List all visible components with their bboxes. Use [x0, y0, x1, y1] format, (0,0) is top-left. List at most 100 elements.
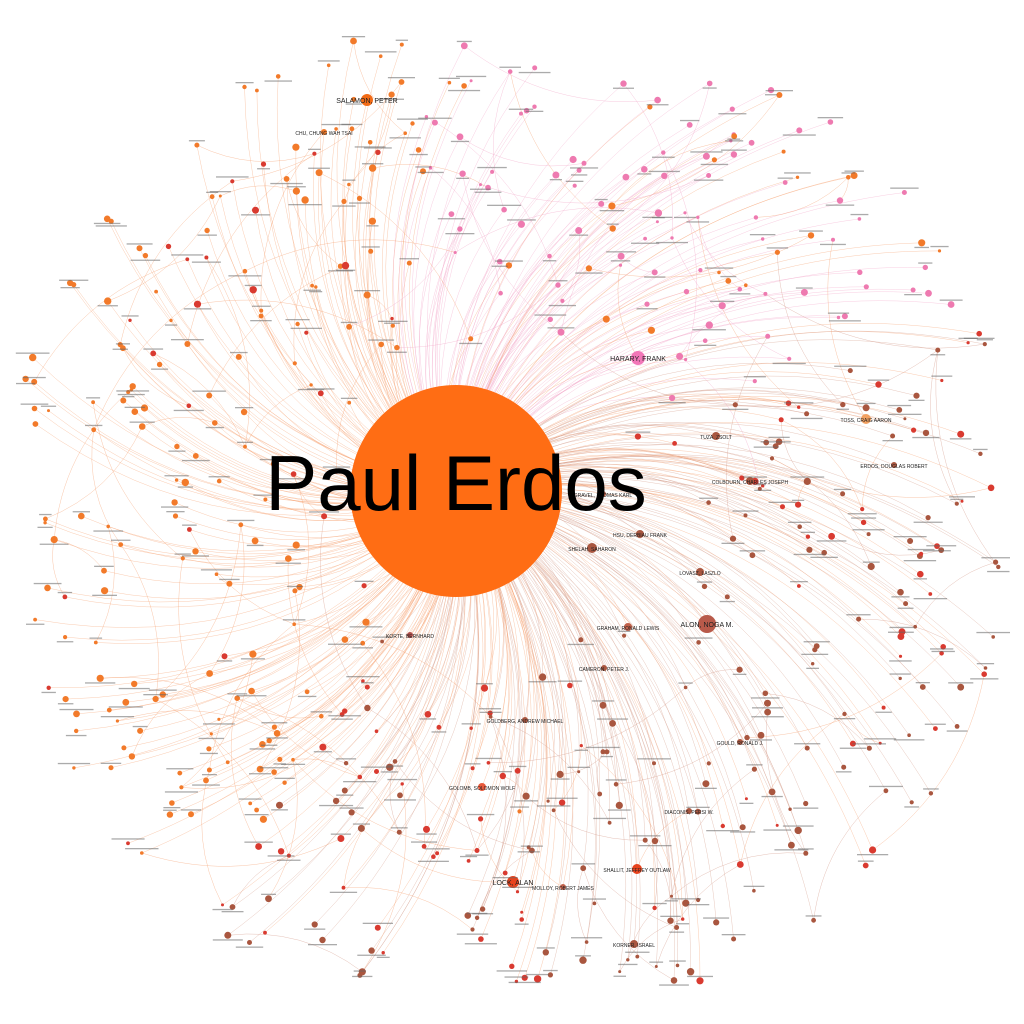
- collaborator-node[interactable]: [459, 170, 466, 177]
- collaborator-node[interactable]: [717, 270, 721, 275]
- collaborator-node[interactable]: [797, 524, 802, 529]
- collaborator-node[interactable]: [117, 342, 123, 348]
- collaborator-node[interactable]: [152, 695, 159, 703]
- labeled-collaborator-node[interactable]: [361, 94, 373, 106]
- collaborator-node[interactable]: [651, 837, 659, 845]
- collaborator-node[interactable]: [781, 149, 786, 154]
- collaborator-node[interactable]: [896, 407, 903, 413]
- collaborator-node[interactable]: [498, 290, 503, 296]
- collaborator-node[interactable]: [881, 705, 886, 710]
- collaborator-node[interactable]: [398, 79, 405, 85]
- collaborator-node[interactable]: [684, 357, 688, 362]
- collaborator-node[interactable]: [435, 851, 440, 856]
- collaborator-node[interactable]: [615, 801, 623, 810]
- collaborator-node[interactable]: [249, 650, 257, 658]
- collaborator-node[interactable]: [251, 537, 259, 545]
- collaborator-node[interactable]: [108, 765, 114, 771]
- collaborator-node[interactable]: [683, 288, 690, 295]
- collaborator-node[interactable]: [806, 546, 813, 553]
- collaborator-node[interactable]: [347, 182, 351, 187]
- collaborator-node[interactable]: [448, 211, 455, 218]
- collaborator-node[interactable]: [357, 824, 365, 832]
- collaborator-node[interactable]: [137, 727, 144, 734]
- labeled-collaborator-node[interactable]: [631, 351, 645, 365]
- collaborator-node[interactable]: [519, 917, 524, 922]
- collaborator-node[interactable]: [129, 383, 136, 390]
- collaborator-node[interactable]: [957, 430, 965, 438]
- collaborator-node[interactable]: [897, 633, 905, 640]
- collaborator-node[interactable]: [470, 766, 475, 771]
- collaborator-node[interactable]: [706, 173, 712, 178]
- collaborator-node[interactable]: [928, 791, 934, 796]
- collaborator-node[interactable]: [575, 227, 583, 234]
- collaborator-node[interactable]: [22, 375, 29, 383]
- collaborator-node[interactable]: [731, 936, 737, 942]
- collaborator-node[interactable]: [230, 179, 235, 184]
- labeled-collaborator-node[interactable]: [698, 615, 716, 633]
- collaborator-node[interactable]: [647, 104, 653, 110]
- labeled-collaborator-node[interactable]: [861, 414, 871, 424]
- collaborator-node[interactable]: [903, 601, 909, 607]
- collaborator-node[interactable]: [505, 262, 513, 269]
- collaborator-node[interactable]: [807, 232, 815, 239]
- collaborator-node[interactable]: [367, 140, 373, 145]
- collaborator-node[interactable]: [514, 767, 521, 774]
- collaborator-node[interactable]: [718, 302, 726, 310]
- collaborator-node[interactable]: [620, 80, 627, 87]
- collaborator-node[interactable]: [641, 166, 648, 173]
- collaborator-node[interactable]: [420, 168, 426, 175]
- collaborator-node[interactable]: [361, 679, 365, 683]
- labeled-collaborator-node[interactable]: [891, 462, 897, 468]
- collaborator-node[interactable]: [811, 662, 815, 666]
- collaborator-node[interactable]: [654, 965, 658, 968]
- collaborator-node[interactable]: [860, 519, 867, 526]
- collaborator-node[interactable]: [312, 151, 317, 156]
- collaborator-node[interactable]: [686, 122, 693, 128]
- collaborator-node[interactable]: [301, 196, 309, 204]
- collaborator-node[interactable]: [474, 848, 480, 853]
- collaborator-node[interactable]: [351, 96, 357, 102]
- collaborator-node[interactable]: [326, 63, 331, 68]
- collaborator-node[interactable]: [282, 780, 287, 785]
- collaborator-node[interactable]: [706, 80, 713, 87]
- collaborator-node[interactable]: [794, 826, 802, 835]
- collaborator-node[interactable]: [63, 635, 68, 640]
- collaborator-node[interactable]: [292, 143, 300, 151]
- collaborator-node[interactable]: [567, 682, 573, 689]
- collaborator-node[interactable]: [702, 152, 710, 160]
- collaborator-node[interactable]: [378, 341, 385, 348]
- collaborator-node[interactable]: [736, 861, 744, 868]
- collaborator-node[interactable]: [259, 815, 267, 823]
- collaborator-node[interactable]: [890, 433, 896, 439]
- collaborator-node[interactable]: [334, 127, 338, 131]
- collaborator-node[interactable]: [378, 54, 383, 58]
- collaborator-node[interactable]: [341, 261, 350, 270]
- collaborator-node[interactable]: [860, 507, 865, 512]
- collaborator-node[interactable]: [304, 330, 309, 335]
- collaborator-node[interactable]: [169, 800, 175, 806]
- collaborator-node[interactable]: [285, 555, 292, 562]
- collaborator-node[interactable]: [341, 198, 347, 204]
- collaborator-node[interactable]: [309, 383, 313, 387]
- collaborator-node[interactable]: [675, 963, 680, 968]
- collaborator-node[interactable]: [368, 164, 377, 172]
- collaborator-node[interactable]: [724, 594, 730, 600]
- collaborator-node[interactable]: [579, 956, 587, 964]
- collaborator-node[interactable]: [292, 541, 300, 549]
- collaborator-node[interactable]: [608, 202, 616, 210]
- collaborator-node[interactable]: [846, 175, 851, 180]
- collaborator-node[interactable]: [169, 318, 173, 323]
- collaborator-node[interactable]: [166, 811, 174, 818]
- collaborator-node[interactable]: [744, 797, 748, 801]
- collaborator-node[interactable]: [374, 769, 379, 774]
- collaborator-node[interactable]: [342, 708, 348, 714]
- collaborator-node[interactable]: [243, 444, 247, 449]
- collaborator-node[interactable]: [925, 515, 931, 521]
- collaborator-node[interactable]: [456, 133, 464, 141]
- labeled-collaborator-node[interactable]: [601, 665, 607, 671]
- collaborator-node[interactable]: [797, 405, 801, 409]
- collaborator-node[interactable]: [356, 195, 363, 201]
- collaborator-node[interactable]: [782, 180, 788, 185]
- collaborator-node[interactable]: [800, 288, 808, 296]
- collaborator-node[interactable]: [290, 471, 297, 477]
